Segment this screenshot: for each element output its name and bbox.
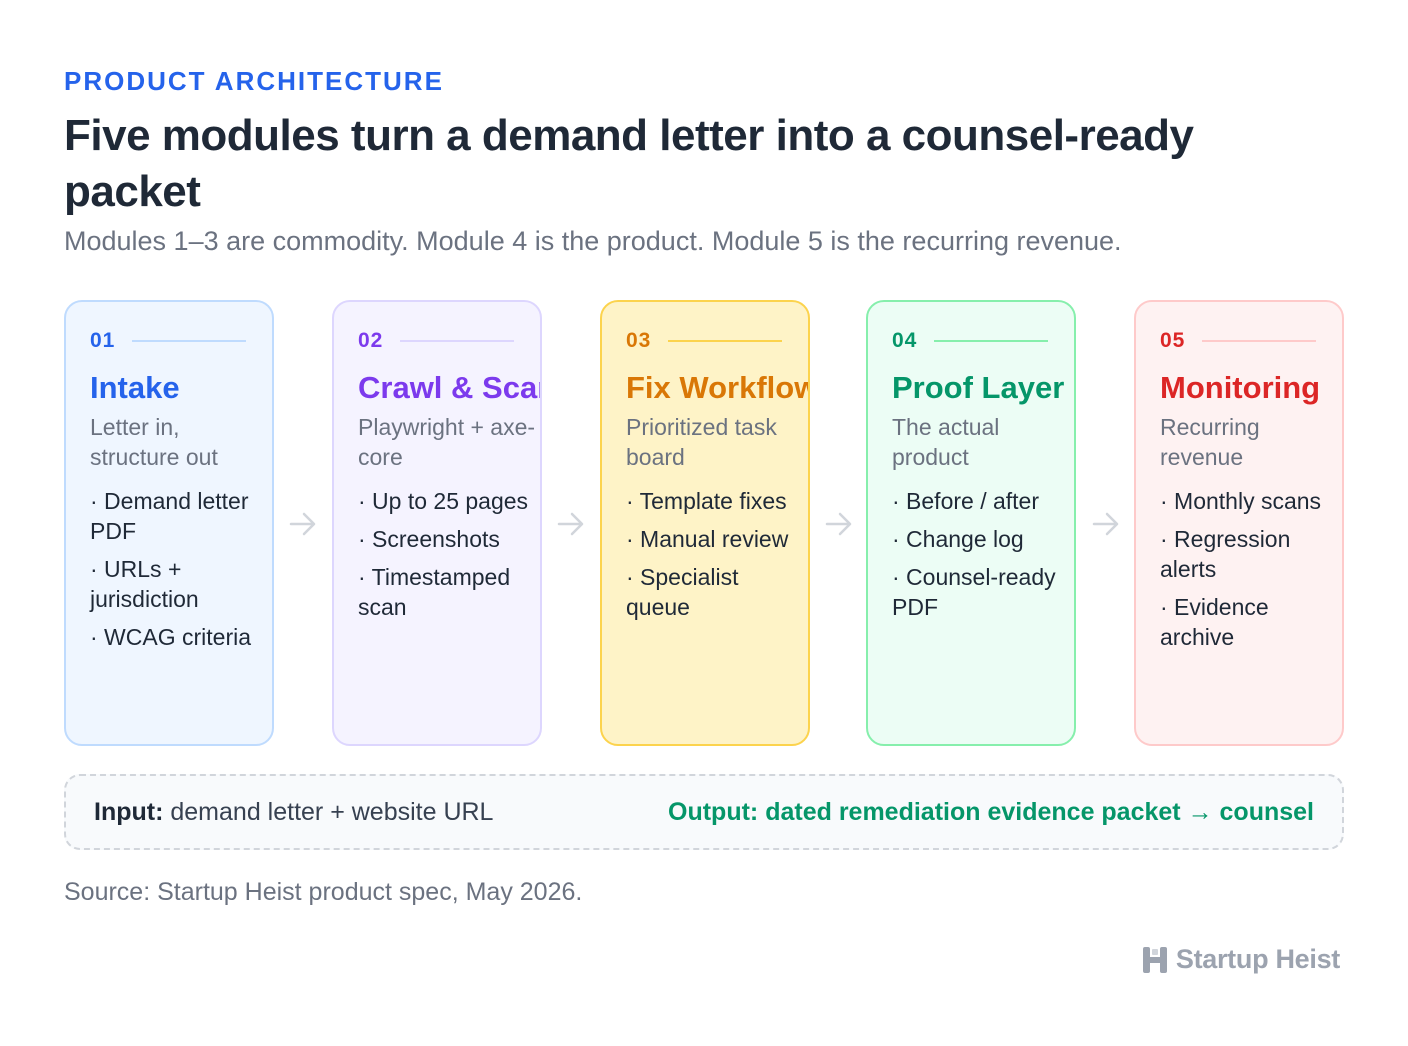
module-subtitle: The actual product	[892, 414, 1000, 470]
module-item: · Screenshots	[358, 526, 500, 552]
module-items: · Up to 25 pages · Screenshots · Timesta…	[358, 486, 538, 622]
module-card-crawl-scan: 02 Crawl & Scan Playwright + axe-core · …	[332, 300, 542, 746]
module-number: 03	[626, 329, 652, 352]
module-title: Proof Layer	[892, 370, 1065, 405]
arrow-right-icon	[825, 512, 852, 536]
module-item: · WCAG criteria	[90, 624, 251, 650]
module-item: · Before / after	[892, 488, 1040, 514]
module-divider	[132, 340, 246, 342]
module-header: 05	[1160, 328, 1342, 354]
module-title: Crawl & Scan	[358, 370, 542, 405]
module-items: · Before / after · Change log · Counsel-…	[892, 486, 1072, 622]
module-number: 05	[1160, 329, 1186, 352]
module-item: · Regression alerts	[1160, 526, 1291, 582]
module-card-fix-workflow: 03 Fix Workflow Prioritized task board ·…	[600, 300, 810, 746]
module-number: 04	[892, 329, 918, 352]
brand-mark: Startup Heist	[1142, 944, 1340, 975]
module-title: Fix Workflow	[626, 370, 810, 405]
input-text: demand letter + website URL	[170, 798, 494, 826]
module-items: · Monthly scans · Regression alerts · Ev…	[1160, 486, 1340, 652]
module-divider	[1202, 340, 1316, 342]
module-item: · URLs + jurisdiction	[90, 556, 199, 612]
module-item: · Timestamped scan	[358, 564, 511, 620]
input-output-bar: Input: demand letter + website URL Outpu…	[64, 774, 1344, 850]
module-header: 04	[892, 328, 1074, 354]
module-divider	[400, 340, 514, 342]
startup-heist-logo-icon	[1142, 946, 1167, 973]
module-divider	[934, 340, 1048, 342]
module-item: · Counsel-ready PDF	[892, 564, 1056, 620]
module-title: Intake	[90, 370, 180, 405]
input-summary: Input: demand letter + website URL	[94, 798, 493, 827]
source-note: Source: Startup Heist product spec, May …	[64, 878, 583, 906]
module-header: 01	[90, 328, 272, 354]
arrow-right-icon	[289, 512, 316, 536]
eyebrow: PRODUCT ARCHITECTURE	[64, 66, 444, 96]
module-card-proof-layer: 04 Proof Layer The actual product · Befo…	[866, 300, 1076, 746]
module-subtitle: Recurring revenue	[1160, 414, 1260, 470]
module-subtitle: Prioritized task board	[626, 414, 777, 470]
module-number: 01	[90, 329, 116, 352]
arrow-right-icon	[557, 512, 584, 536]
module-header: 03	[626, 328, 808, 354]
module-item: · Demand letter PDF	[90, 488, 249, 544]
module-title: Monitoring	[1160, 370, 1321, 405]
module-item: · Up to 25 pages	[358, 488, 529, 514]
module-divider	[668, 340, 782, 342]
module-number: 02	[358, 329, 384, 352]
module-item: · Evidence archive	[1160, 594, 1269, 650]
module-item: · Template fixes	[626, 488, 787, 514]
output-summary: Output: dated remediation evidence packe…	[668, 798, 1314, 826]
input-label: Input:	[94, 798, 164, 826]
page-title: Five modules turn a demand letter into a…	[64, 111, 1194, 216]
module-subtitle: Letter in, structure out	[90, 414, 218, 470]
module-item: · Monthly scans	[1160, 488, 1322, 514]
module-items: · Template fixes · Manual review · Speci…	[626, 486, 806, 622]
module-card-intake: 01 Intake Letter in, structure out · Dem…	[64, 300, 274, 746]
module-item: · Change log	[892, 526, 1024, 552]
module-items: · Demand letter PDF · URLs + jurisdictio…	[90, 486, 270, 652]
module-card-monitoring: 05 Monitoring Recurring revenue · Monthl…	[1134, 300, 1344, 746]
arrow-right-icon	[1092, 512, 1119, 536]
module-header: 02	[358, 328, 540, 354]
brand-name: Startup Heist	[1175, 944, 1340, 974]
page-subtitle: Modules 1–3 are commodity. Module 4 is t…	[64, 226, 1122, 256]
module-subtitle: Playwright + axe-core	[358, 414, 536, 470]
module-item: · Manual review	[626, 526, 789, 552]
module-item: · Specialist queue	[626, 564, 739, 620]
